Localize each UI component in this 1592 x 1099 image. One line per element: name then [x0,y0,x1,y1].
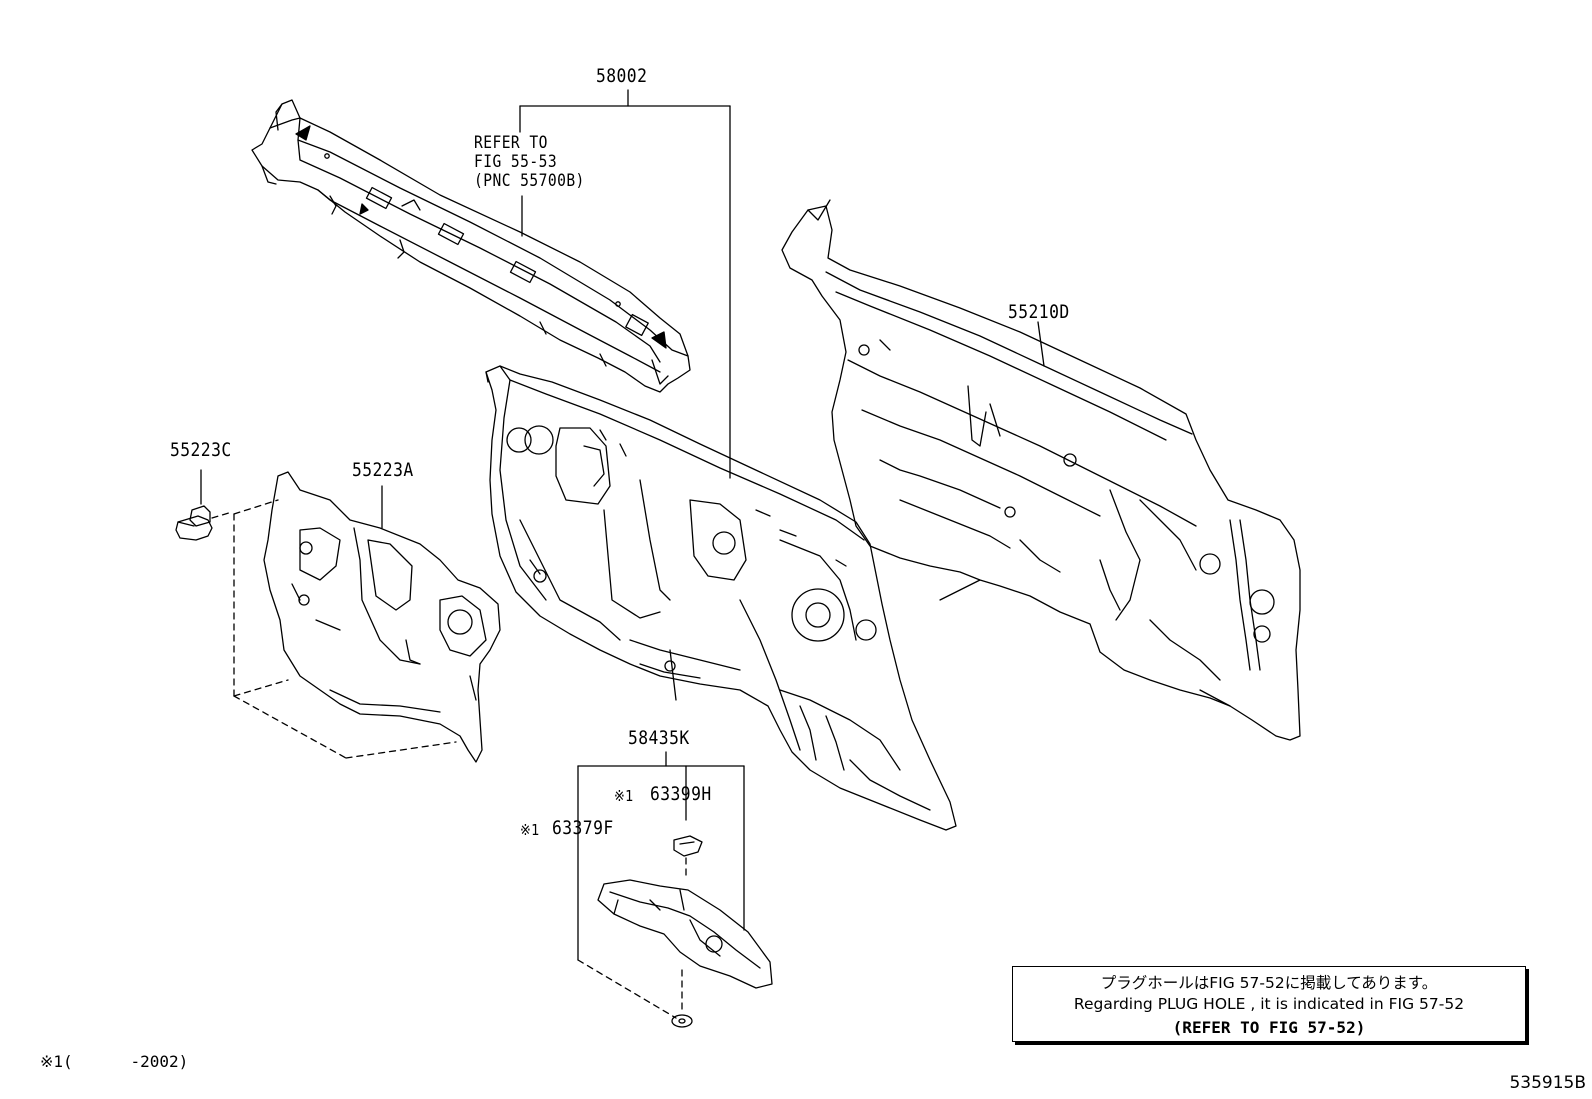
dash-panel-part [485,365,957,831]
insulator-part [263,471,501,763]
footnote: ※1( -2002) [40,1052,189,1071]
note-line-2: Regarding PLUG HOLE , it is indicated in… [1073,995,1465,1013]
label-63399H-mark: ※1 [614,787,634,805]
leader-55210D [1037,321,1045,367]
dash-silencer-part [781,199,1301,741]
label-refer-line1: REFER TO [474,133,548,153]
insulator-dashed-outline [233,499,457,759]
diagram-id: 535915B [1509,1073,1586,1093]
clip-part [175,469,233,541]
reinforcement-part [597,879,773,989]
note-line-3: (REFER TO FIG 57-52) [1172,1018,1366,1037]
label-58435K: 58435K [628,727,690,749]
plug-hole-note-box: プラグホールはFIG 57-52に掲載してあります。 Regarding PLU… [1012,966,1526,1042]
label-63379F: 63379F [552,817,614,839]
note-line-1: プラグホールはFIG 57-52に掲載してあります。 [1100,974,1438,992]
cowl-panel-part [251,99,691,393]
label-55223C: 55223C [170,439,232,461]
label-63379F-mark: ※1 [520,821,540,839]
label-55210D: 55210D [1008,301,1070,323]
label-refer-line2: FIG 55-53 [474,152,558,172]
leader-58002 [519,89,731,479]
label-55223A: 55223A [352,459,414,481]
label-refer-line3: (PNC 55700B) [474,171,585,191]
leader-58435K [577,751,745,1019]
label-58002: 58002 [596,65,648,87]
washer-63379F [671,969,693,1028]
label-63399H: 63399H [650,783,712,805]
nut-63399H [673,835,703,881]
